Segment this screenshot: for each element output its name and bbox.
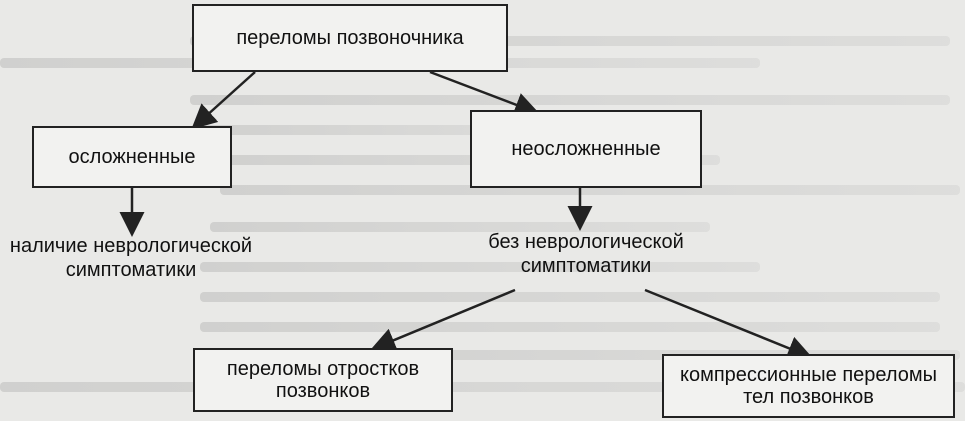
node-compression-fractures-line1: компрессионные переломы — [679, 364, 938, 386]
node-complicated-label: осложненные — [68, 146, 196, 168]
node-neuro-absent: без неврологической симптоматики — [476, 230, 696, 278]
arrow-no-neuro-to-compression — [644, 288, 813, 361]
node-neuro-present-line1: наличие неврологической — [9, 235, 253, 257]
arrow-root-to-uncomplicated — [429, 70, 540, 117]
root-node-spinal-fractures: переломы позвоночника — [192, 4, 508, 72]
node-process-fractures-line1: переломы отростков — [226, 358, 420, 380]
arrow-root-to-complicated — [191, 71, 256, 130]
node-uncomplicated-label: неосложненные — [511, 138, 661, 160]
node-neuro-present: наличие неврологической симптоматики — [0, 234, 262, 282]
node-compression-fractures-line2: тел позвонков — [743, 386, 874, 408]
root-node-label: переломы позвоночника — [236, 27, 464, 49]
node-neuro-present-line2: симптоматики — [65, 259, 197, 281]
node-complicated: осложненные — [32, 126, 232, 188]
node-compression-fractures: компрессионные переломы тел позвонков — [662, 354, 955, 418]
node-neuro-absent-line2: симптоматики — [520, 255, 652, 277]
node-uncomplicated: неосложненные — [470, 110, 702, 188]
arrow-no-neuro-to-process — [370, 288, 516, 352]
node-neuro-absent-line1: без неврологической — [488, 231, 684, 253]
node-process-fractures-line2: позвонков — [275, 380, 371, 402]
node-process-fractures: переломы отростков позвонков — [193, 348, 453, 412]
